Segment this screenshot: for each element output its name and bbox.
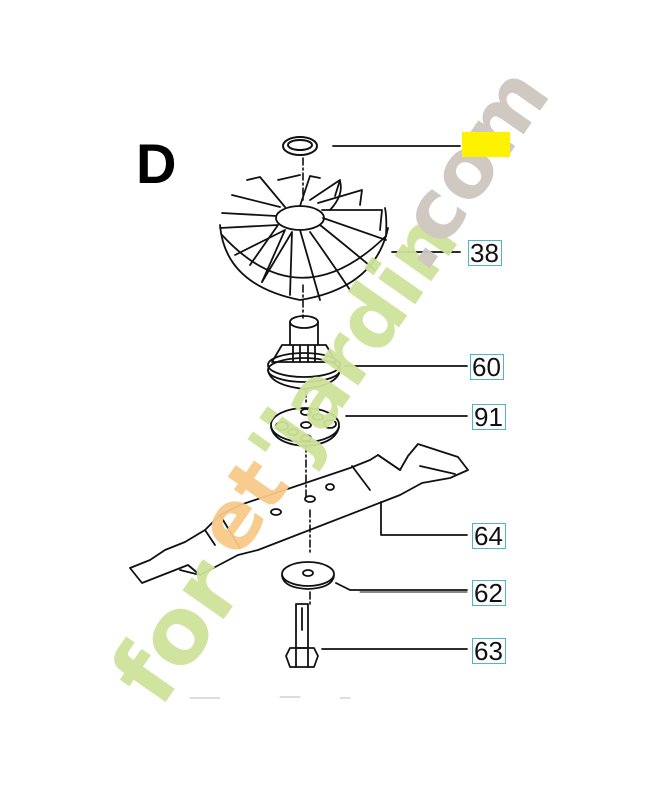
watermark-for: for — [90, 539, 263, 723]
bottom-border-remnant — [189, 696, 351, 699]
cooling-fan-icon — [219, 174, 389, 301]
washer-icon — [281, 561, 335, 590]
section-letter: D — [136, 132, 177, 195]
callout-91[interactable]: 91 — [472, 404, 506, 430]
top-washer-ring-icon — [282, 136, 318, 156]
leader-lines — [321, 145, 468, 650]
highlighted-callout-top-washer[interactable] — [462, 132, 510, 157]
mower-blade-icon — [129, 443, 469, 584]
callout-38[interactable]: 38 — [468, 240, 502, 266]
callout-63[interactable]: 63 — [472, 638, 506, 664]
callout-62[interactable]: 62 — [472, 580, 506, 606]
center-axis-line — [302, 157, 311, 607]
blade-hub-icon — [267, 315, 341, 390]
callout-64[interactable]: 64 — [472, 523, 506, 549]
support-plate-icon — [270, 407, 340, 447]
bolt-icon — [285, 603, 319, 668]
watermark-com: .com — [364, 51, 569, 287]
callout-60[interactable]: 60 — [470, 354, 504, 380]
